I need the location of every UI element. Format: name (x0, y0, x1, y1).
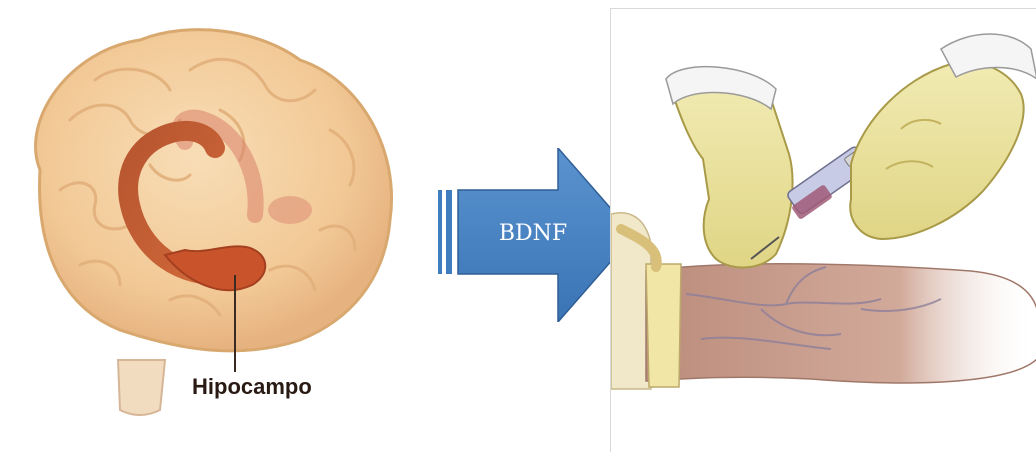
arrow-stripe-1 (438, 190, 442, 274)
tourniquet (646, 264, 681, 387)
bdnf-label: BDNF (484, 220, 582, 248)
forearm (646, 264, 1036, 383)
right-glove-hand (850, 62, 1023, 239)
brain-illustration-panel: Hipocampo (0, 0, 430, 452)
hippocampus-back-tail (268, 196, 312, 224)
arrow-stripe-2 (446, 190, 452, 274)
brain-stem (118, 360, 165, 415)
hippocampus-label: Hipocampo (192, 374, 312, 400)
blood-draw-panel (610, 8, 1036, 452)
blood-draw-illustration (611, 9, 1036, 452)
left-glove-hand (671, 78, 793, 267)
bdnf-arrow: BDNF (436, 148, 636, 322)
brain-outline (36, 30, 392, 351)
